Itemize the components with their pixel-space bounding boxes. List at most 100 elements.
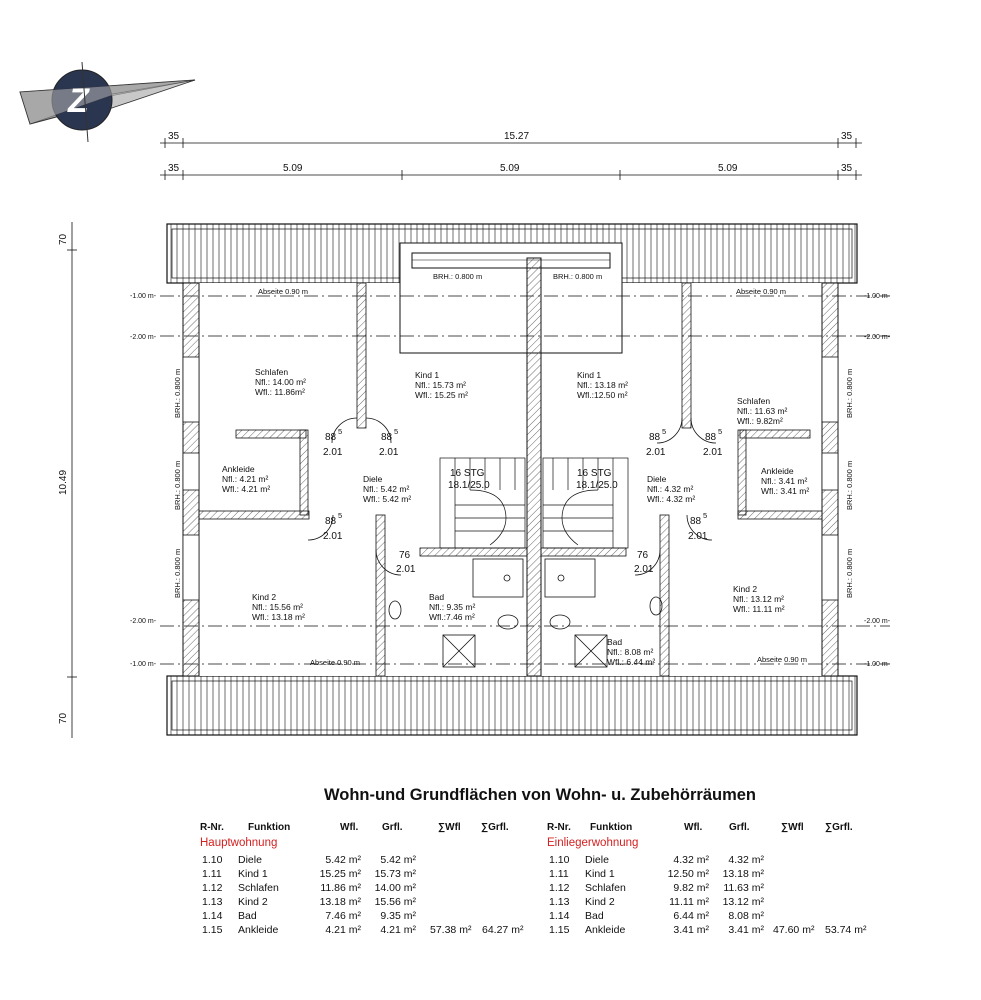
header-sum-wfl: ∑Wfl <box>438 822 461 833</box>
door-label-7: 885 2.01 <box>688 511 708 542</box>
svg-text:Wfl.: 5.42 m²: Wfl.: 5.42 m² <box>363 494 411 504</box>
dim-edge-left-2: 35 <box>168 163 180 174</box>
svg-text:2.01: 2.01 <box>323 531 343 542</box>
svg-text:Wfl.: 4.32 m²: Wfl.: 4.32 m² <box>647 494 695 504</box>
dim-edge-right: 35 <box>841 131 853 142</box>
svg-text:Nfl.: 15.73 m²: Nfl.: 15.73 m² <box>415 380 466 390</box>
level-minus1-br: -1.00 m- <box>864 661 891 668</box>
svg-text:Wfl.: 11.11 m²: Wfl.: 11.11 m² <box>733 604 785 614</box>
stair-ratio-right: 18.1/25.0 <box>576 480 618 491</box>
door-label-1: 885 2.01 <box>323 427 343 458</box>
stair-count-right: 16 STG <box>577 468 612 479</box>
header-funktion-right: Funktion <box>590 822 633 833</box>
room-bad-right: Bad Nfl.: 8.08 m² Wfl.: 6.44 m² <box>607 637 655 667</box>
brh-note-left: BRH.: 0.800 m <box>433 272 482 281</box>
abseite-top-right: Abseite 0.90 m <box>736 287 786 296</box>
svg-text:Wfl.: 15.25 m²: Wfl.: 15.25 m² <box>415 390 468 400</box>
svg-text:Z: Z <box>67 82 90 120</box>
brh-side-2: BRH.: 0.800 m <box>173 461 182 510</box>
level-minus2-bl: -2.00 m- <box>130 618 157 625</box>
svg-text:Nfl.: 5.42 m²: Nfl.: 5.42 m² <box>363 484 409 494</box>
sum-grfl-einliegerwohnung: 53.74 m² <box>825 924 867 936</box>
svg-text:Kind 1: Kind 1 <box>415 370 439 380</box>
svg-text:5: 5 <box>718 427 722 436</box>
dim-segment-2: 5.09 <box>500 163 520 174</box>
room-kind2-left: Kind 2 Nfl.: 15.56 m² Wfl.: 13.18 m² <box>252 592 305 622</box>
dim-segment-1: 5.09 <box>283 163 303 174</box>
table-title: Wohn-und Grundflächen von Wohn- u. Zubeh… <box>323 786 757 804</box>
staircase-left <box>439 457 526 549</box>
header-funktion: Funktion <box>248 822 291 833</box>
svg-text:88: 88 <box>325 516 337 527</box>
room-kind1-left: Kind 1 Nfl.: 15.73 m² Wfl.: 15.25 m² <box>415 370 468 400</box>
room-bad-left: Bad Nfl.: 9.35 m² Wfl.:7.46 m² <box>429 592 475 622</box>
svg-text:Diele: Diele <box>647 474 667 484</box>
svg-text:Nfl.: 3.41 m²: Nfl.: 3.41 m² <box>761 476 807 486</box>
sum-grfl-hauptwohnung: 64.27 m² <box>482 924 524 936</box>
svg-text:76: 76 <box>399 550 411 561</box>
room-ankleide-left: Ankleide Nfl.: 4.21 m² Wfl.: 4.21 m² <box>222 464 270 494</box>
abseite-bottom-right: Abseite 0.90 m <box>757 655 807 664</box>
svg-text:Wfl.: 6.44 m²: Wfl.: 6.44 m² <box>607 657 655 667</box>
svg-text:Schlafen: Schlafen <box>255 367 288 377</box>
svg-text:Bad: Bad <box>429 592 444 602</box>
roof-bottom <box>166 675 858 736</box>
svg-text:5: 5 <box>338 427 342 436</box>
dim-segment-3: 5.09 <box>718 163 738 174</box>
level-minus1-bl: -1.00 m- <box>130 661 157 668</box>
brh-side-6: BRH.: 0.800 m <box>845 549 854 598</box>
door-label-2: 885 2.01 <box>379 427 399 458</box>
svg-text:Nfl.: 15.56 m²: Nfl.: 15.56 m² <box>252 602 303 612</box>
group-einliegerwohnung: Einliegerwohnung <box>547 837 639 849</box>
header-sum-wfl-right: ∑Wfl <box>781 822 804 833</box>
svg-text:88: 88 <box>325 432 337 443</box>
svg-text:Schlafen: Schlafen <box>737 396 770 406</box>
brh-side-4: BRH.: 0.800 m <box>845 369 854 418</box>
sum-wfl-hauptwohnung: 57.38 m² <box>430 924 472 936</box>
level-minus1-tr: -1.00 m- <box>864 293 891 300</box>
svg-text:Nfl.: 13.12 m²: Nfl.: 13.12 m² <box>733 594 784 604</box>
area-table: Wohn-und Grundflächen von Wohn- u. Zubeh… <box>0 780 981 1000</box>
door-label-6: 885 2.01 <box>703 427 723 458</box>
north-arrow-logo: Z <box>19 61 196 143</box>
room-schlafen-left: Schlafen Nfl.: 14.00 m² Wfl.: 11.86m² <box>255 367 306 397</box>
dim-top-total: 15.27 <box>504 131 529 142</box>
svg-text:Wfl.: 11.86m²: Wfl.: 11.86m² <box>255 387 305 397</box>
svg-text:Bad: Bad <box>607 637 622 647</box>
bathroom-fixtures <box>388 558 663 668</box>
svg-text:88: 88 <box>705 432 717 443</box>
brh-side-3: BRH.: 0.800 m <box>173 549 182 598</box>
svg-text:88: 88 <box>649 432 661 443</box>
top-dimensions <box>160 138 862 180</box>
brh-side-5: BRH.: 0.800 m <box>845 461 854 510</box>
svg-text:Nfl.: 14.00 m²: Nfl.: 14.00 m² <box>255 377 306 387</box>
header-rnr: R-Nr. <box>200 822 224 833</box>
dim-side-total: 10.49 <box>58 470 69 495</box>
door-label-5: 885 2.01 <box>646 427 666 458</box>
header-grfl: Grfl. <box>382 822 403 833</box>
dim-edge-right-2: 35 <box>841 163 853 174</box>
svg-text:5: 5 <box>338 511 342 520</box>
svg-text:Nfl.: 4.21 m²: Nfl.: 4.21 m² <box>222 474 268 484</box>
svg-text:76: 76 <box>637 550 649 561</box>
header-rnr-right: R-Nr. <box>547 822 571 833</box>
sum-wfl-einliegerwohnung: 47.60 m² <box>773 924 815 936</box>
room-ankleide-right: Ankleide Nfl.: 3.41 m² Wfl.: 3.41 m² <box>761 466 809 496</box>
svg-text:Kind 1: Kind 1 <box>577 370 601 380</box>
room-kind1-right: Kind 1 Nfl.: 13.18 m² Wfl.:12.50 m² <box>577 370 628 400</box>
room-diele-left: Diele Nfl.: 5.42 m² Wfl.: 5.42 m² <box>363 474 411 504</box>
header-sum-grfl-right: ∑Grfl. <box>825 822 853 833</box>
svg-text:Wfl.: 4.21 m²: Wfl.: 4.21 m² <box>222 484 270 494</box>
header-grfl-right: Grfl. <box>729 822 750 833</box>
svg-text:Nfl.: 8.08 m²: Nfl.: 8.08 m² <box>607 647 653 657</box>
room-diele-right: Diele Nfl.: 4.32 m² Wfl.: 4.32 m² <box>647 474 695 504</box>
header-wfl-right: Wfl. <box>684 822 703 833</box>
level-minus2-tl: -2.00 m- <box>130 334 157 341</box>
svg-text:Nfl.: 11.63 m²: Nfl.: 11.63 m² <box>737 406 788 416</box>
staircase-right <box>542 457 629 549</box>
svg-text:Diele: Diele <box>363 474 383 484</box>
svg-text:2.01: 2.01 <box>634 564 654 575</box>
door-label-4: 76 2.01 <box>396 550 416 575</box>
header-wfl: Wfl. <box>340 822 359 833</box>
dim-side-edge-top: 70 <box>58 233 69 245</box>
